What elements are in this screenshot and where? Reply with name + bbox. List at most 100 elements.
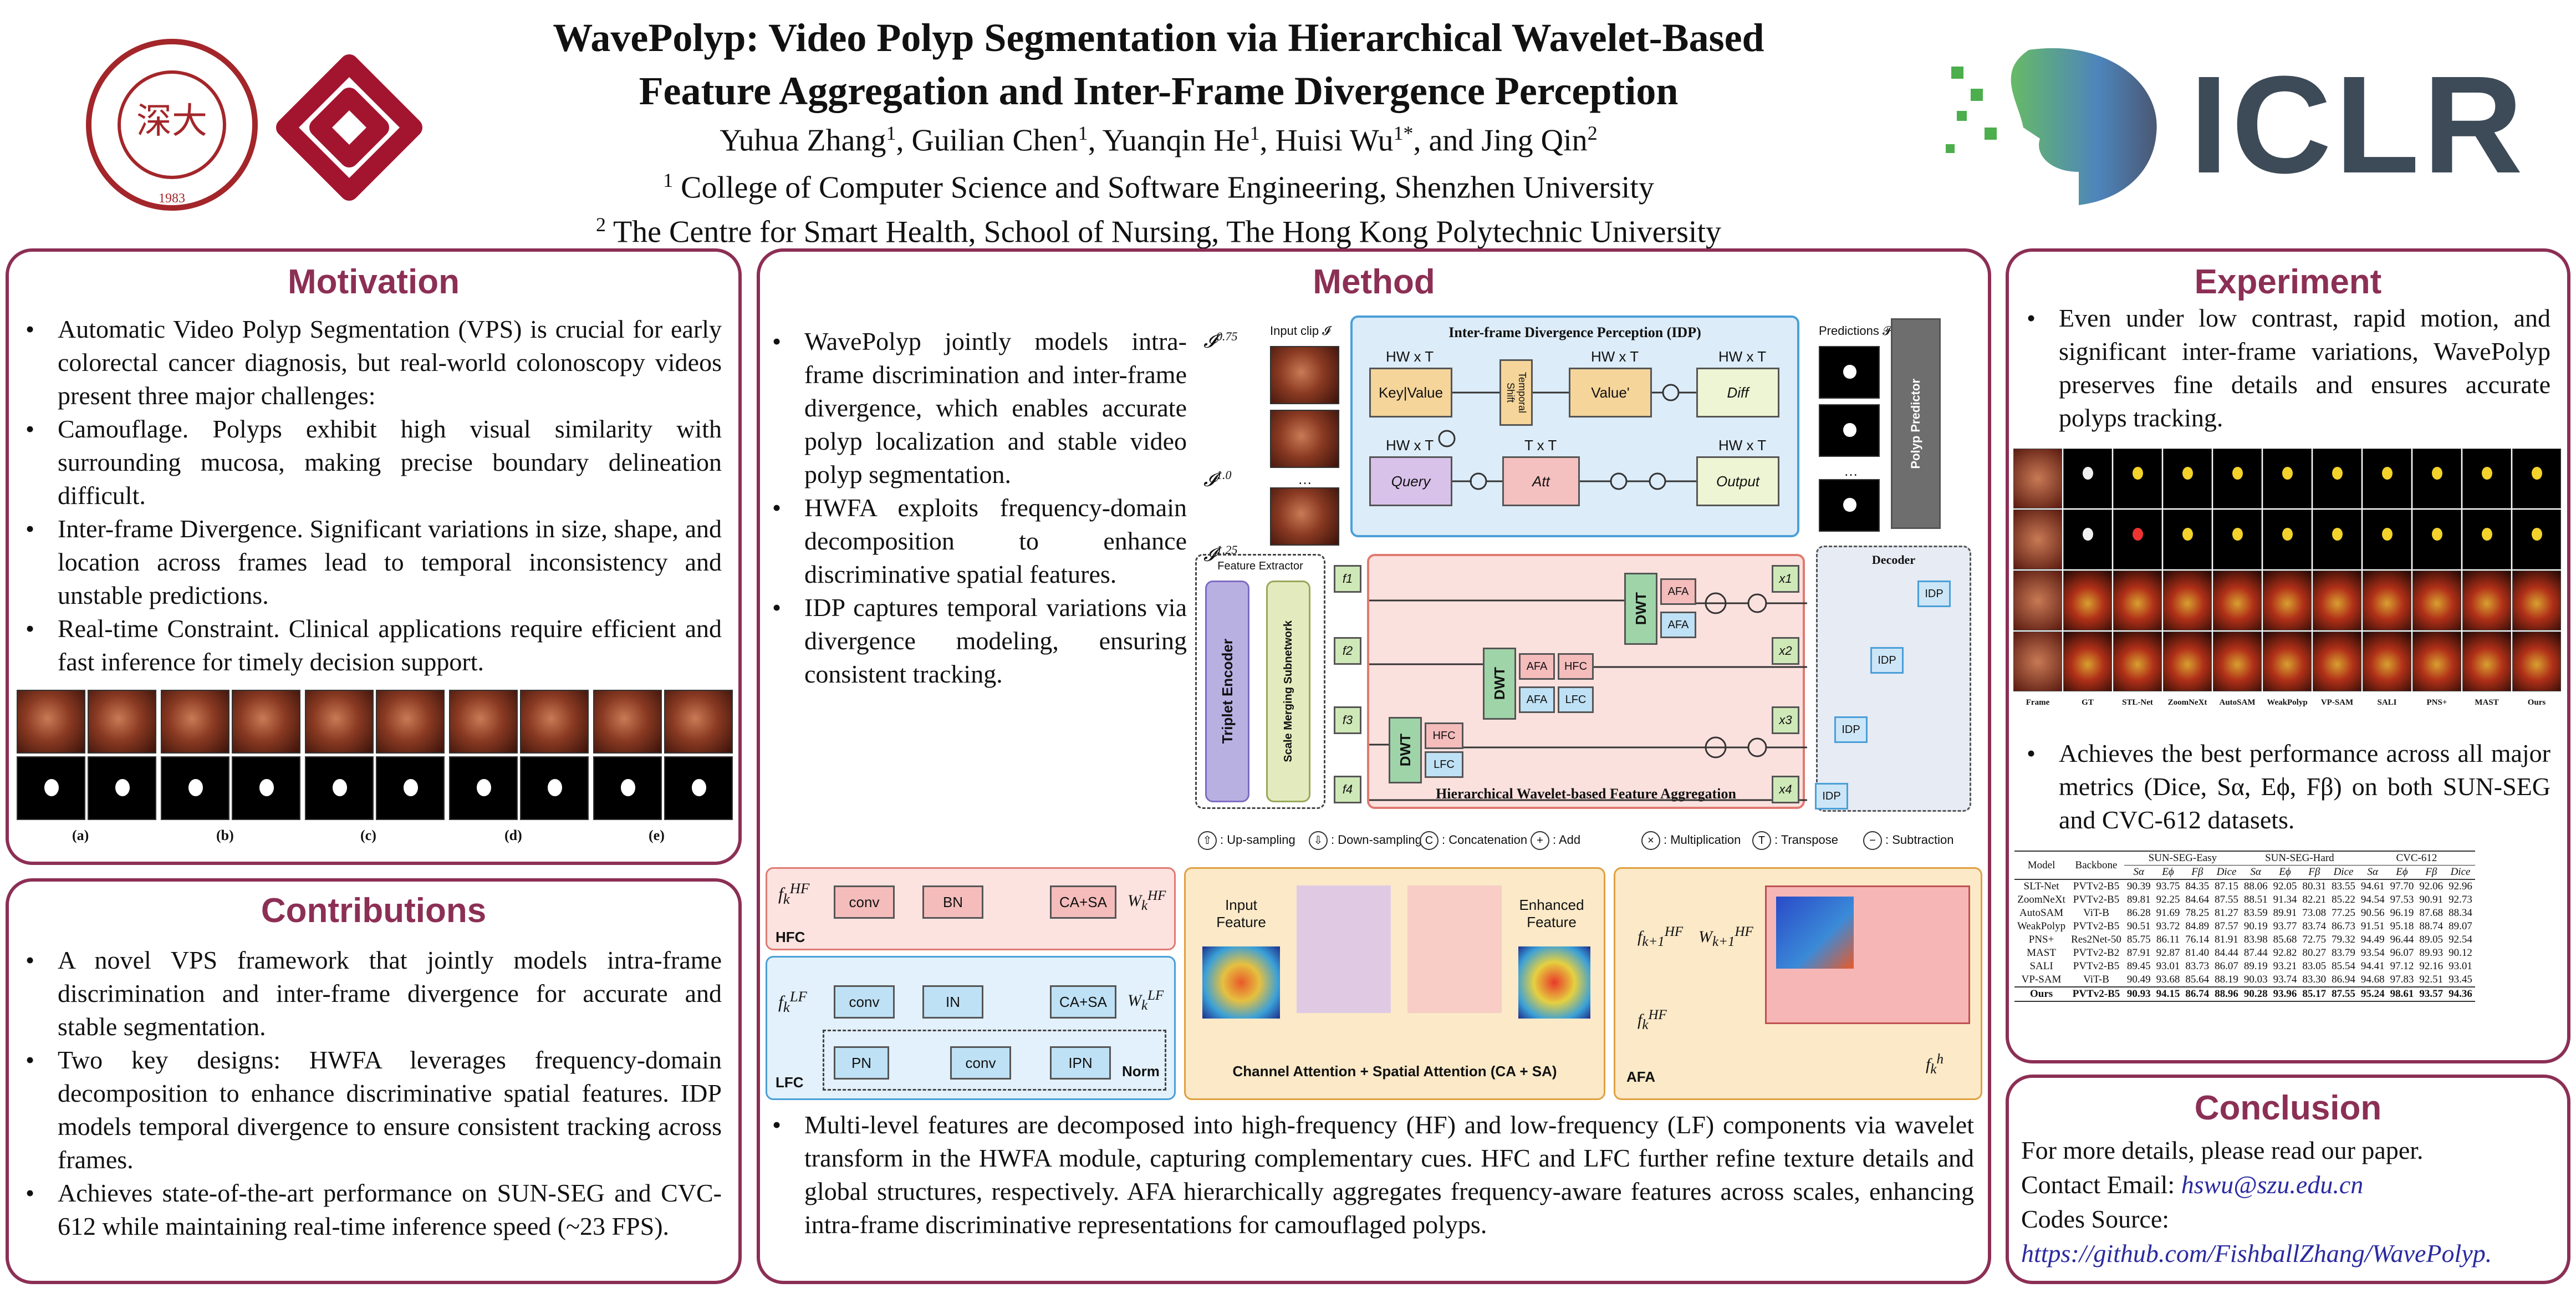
logo-szu: 深大 1983 (83, 36, 261, 213)
author-affiliation-mark: 1 (1078, 122, 1088, 144)
result-cell (2013, 510, 2062, 569)
output-x2: x2 (1772, 637, 1799, 665)
result-cell (2462, 571, 2511, 630)
author-affiliation-mark: 1* (1393, 122, 1414, 144)
table-cell: 97.70 (2390, 880, 2414, 892)
motivation-bullet: Automatic Video Polyp Segmentation (VPS)… (19, 313, 722, 413)
legend-symbol-icon: − (1863, 831, 1882, 850)
legend-text: : Up-sampling (1220, 833, 1295, 847)
prediction-3 (1819, 479, 1880, 532)
contact-email-line: Contact Email: hswu@szu.edu.cn (2021, 1170, 2364, 1199)
hfc-conv: conv (834, 885, 895, 919)
table-cell: 89.91 (2273, 907, 2297, 919)
afa-label: AFA (1626, 1068, 1655, 1085)
table-cell: 82.21 (2302, 894, 2327, 905)
legend-symbol-icon: × (1641, 831, 1660, 850)
table-cell: SLT-Net (2023, 880, 2059, 892)
casa-caption: Channel Attention + Spatial Attention (C… (1232, 1063, 1557, 1080)
table-cell: 90.12 (2449, 947, 2472, 959)
table-cell: 98.61 (2390, 988, 2414, 1000)
result-cell (2213, 510, 2262, 569)
hwfa-title: Hierarchical Wavelet-based Feature Aggre… (1436, 786, 1736, 802)
table-cell: 89.45 (2126, 960, 2151, 972)
norm-group (823, 1030, 1166, 1091)
contact-email-link[interactable]: hswu@szu.edu.cn (2181, 1170, 2364, 1199)
table-cell: 84.64 (2185, 894, 2210, 905)
polyp-blob (2382, 466, 2393, 480)
table-cell: 94.68 (2360, 974, 2385, 985)
table-cell: 94.54 (2360, 894, 2385, 905)
legend-text: : Add (1553, 833, 1581, 847)
feature-extractor-label: Feature Extractor (1217, 560, 1303, 572)
experiment-bullet-1: Even under low contrast, rapid motion, a… (2020, 302, 2551, 435)
author-affiliation-mark: 2 (1587, 122, 1598, 144)
feature-f4: f4 (1334, 776, 1361, 803)
table-cell: ViT-B (2083, 974, 2109, 985)
norm-label: Norm (1122, 1063, 1160, 1080)
polyp-blob (2232, 466, 2243, 480)
table-cell: 88.74 (2419, 920, 2444, 932)
author-affiliation-mark: 1 (886, 122, 896, 144)
result-column-label: VP-SAM (2320, 698, 2354, 707)
ellipsis: … (1298, 471, 1312, 487)
idp-block: Inter-frame Divergence Perception (IDP) … (1350, 315, 1799, 537)
table-cell: VP-SAM (2021, 974, 2062, 985)
hfc-label: HFC (776, 929, 805, 945)
table-cell: 77.25 (2332, 907, 2355, 919)
table-cell: 90.93 (2126, 988, 2151, 1000)
table-cell: 85.75 (2126, 934, 2151, 945)
table-cell: 86.94 (2332, 974, 2355, 985)
dwt-block-1: DWT (1389, 717, 1422, 783)
result-cell (2263, 449, 2312, 508)
legend-symbol-icon: C (1420, 831, 1439, 850)
table-cell: 93.68 (2156, 974, 2180, 985)
logo-iclr-graphic (1940, 33, 2179, 216)
table-cell: 90.91 (2419, 894, 2444, 905)
lfc-module: fkLF conv IN CA+SA WkLF PN conv IPN Norm… (766, 956, 1176, 1100)
table-cell: 90.51 (2126, 920, 2151, 932)
table-cell: 87.15 (2215, 880, 2238, 892)
table-cell: 93.74 (2273, 974, 2297, 985)
polyp-blob (2432, 527, 2443, 541)
table-cell: 92.73 (2449, 894, 2472, 905)
code-url-link[interactable]: https://github.com/FishballZhang/WavePol… (2021, 1239, 2492, 1267)
legend-symbol-icon: + (1531, 831, 1549, 850)
contributions-panel: Contributions A novel VPS framework that… (6, 878, 742, 1284)
legend-item: + : Add (1531, 831, 1580, 850)
table-cell: 90.03 (2243, 974, 2268, 985)
polyp-blob (2182, 527, 2194, 541)
result-column-label: AutoSAM (2219, 698, 2256, 707)
affiliation-1: 1 College of Computer Science and Softwa… (663, 169, 1654, 205)
table-cell: 83.55 (2332, 880, 2355, 892)
table-metric-header: Eϕ (2162, 866, 2174, 878)
feature-f3: f3 (1334, 706, 1361, 734)
input-frame-1 (1270, 346, 1339, 404)
table-cell: PVTv2-B5 (2073, 960, 2120, 972)
polyp-blob (2332, 466, 2343, 480)
table-cell: 93.01 (2156, 960, 2180, 972)
endoscopy-frame (376, 690, 445, 754)
method-title: Method (1313, 263, 1435, 301)
table-cell: 76.14 (2185, 934, 2210, 945)
table-cell: PNS+ (2028, 934, 2054, 945)
motivation-list: Automatic Video Polyp Segmentation (VPS)… (19, 313, 722, 679)
result-cell (2412, 449, 2461, 508)
enhanced-heatmap (1518, 946, 1590, 1019)
poster-title: WavePolyp: Video Polyp Segmentation via … (410, 11, 1907, 118)
table-metric-header: Fβ (2425, 866, 2437, 878)
table-cell: 83.59 (2243, 907, 2268, 919)
table-cell: 88.51 (2243, 894, 2268, 905)
table-cell: 83.73 (2185, 960, 2210, 972)
polyp-blob (2282, 527, 2293, 541)
endoscopy-frame (305, 690, 374, 754)
result-cell (2013, 571, 2062, 630)
table-cell: ViT-B (2083, 907, 2109, 919)
value-prime-block: Value' (1569, 368, 1652, 418)
table-cell: 94.49 (2360, 934, 2385, 945)
polyp-blob (2133, 466, 2144, 480)
endoscopy-frame (88, 690, 156, 754)
table-cell: 85.68 (2273, 934, 2297, 945)
endoscopy-frame (664, 690, 733, 754)
table-cell: 88.34 (2449, 907, 2472, 919)
